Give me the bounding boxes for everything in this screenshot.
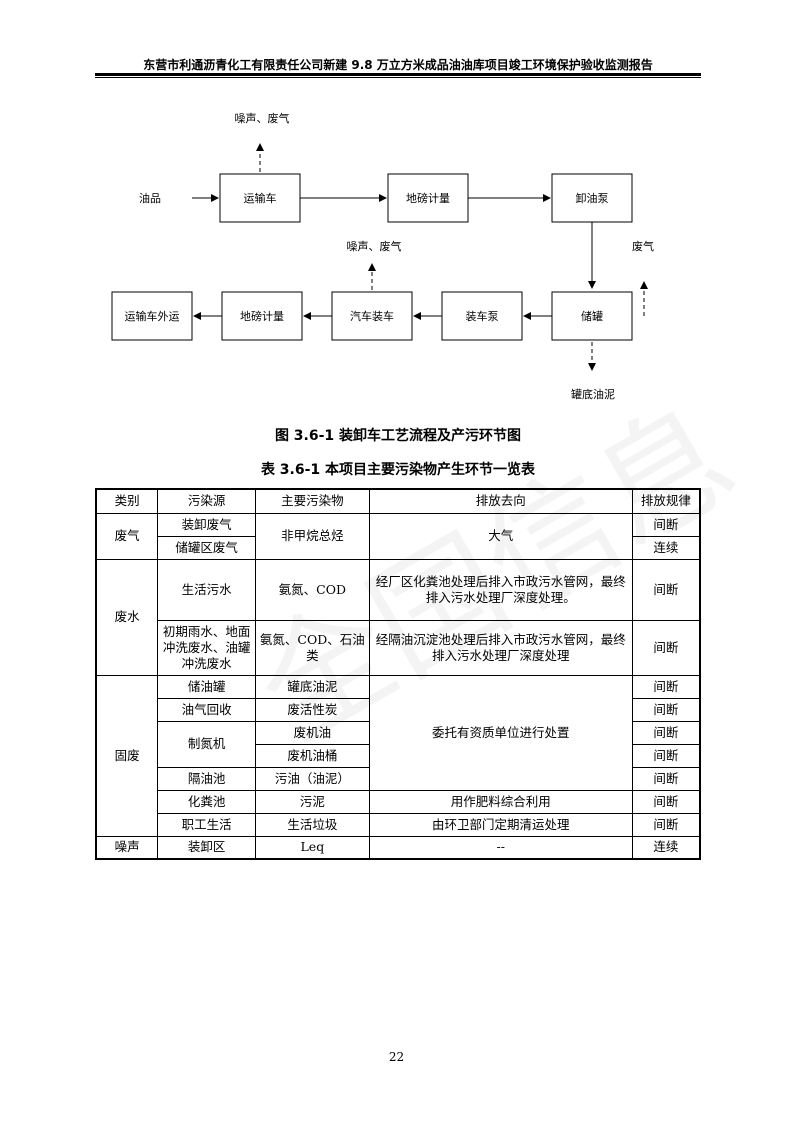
cell-pollutant: 污油（油泥）	[255, 766, 370, 791]
cell-regularity: 间断	[631, 766, 701, 791]
table-row: 废水 生活污水 氨氮、COD 经厂区化粪池处理后排入市政污水管网，最终排入污水处…	[95, 558, 701, 676]
box-weighbridge-bottom-label: 地磅计量	[240, 309, 284, 323]
cell-category-noise: 噪声	[95, 835, 159, 860]
cell-regularity: 间断	[631, 720, 701, 745]
box-weighbridge-top-label: 地磅计量	[406, 191, 450, 205]
emission-noise-gas-1: 噪声、废气	[235, 111, 290, 125]
table-caption: 表 3.6-1 本项目主要污染物产生环节一览表	[260, 462, 536, 478]
cell-pollutant: 废机油	[255, 720, 370, 745]
box-truck-outbound-label: 运输车外运	[125, 309, 180, 323]
cell-source: 装卸废气	[157, 512, 256, 537]
header-category: 类别	[95, 488, 159, 514]
cell-regularity: 间断	[631, 619, 701, 676]
table-row: 初期雨水、地面冲洗废水、油罐冲洗废水 氨氮、COD、石油类 经隔油沉淀池处理后排…	[96, 619, 701, 676]
cell-pollutant: 罐底油泥	[255, 674, 370, 699]
cell-regularity: 间断	[631, 812, 701, 837]
table-row: 职工生活 生活垃圾 由环卫部门定期清运处理 间断	[96, 812, 701, 837]
box-loading-pump-label: 装车泵	[466, 309, 499, 323]
table-row: 噪声 装卸区 Leq -- 连续	[95, 835, 701, 860]
cell-regularity: 间断	[631, 789, 701, 814]
header-pollutant: 主要污染物	[255, 488, 370, 514]
table-row: 化粪池 污泥 用作肥料综合利用 间断	[96, 789, 701, 814]
table-row: 油气回收 废活性炭 间断	[96, 697, 701, 722]
cell-source: 储罐区废气	[157, 535, 256, 560]
cell-source: 生活污水	[157, 558, 256, 621]
cell-pollutant: 废机油桶	[255, 743, 370, 768]
cell-source: 油气回收	[157, 697, 256, 722]
cell-source: 装卸区	[157, 835, 256, 860]
cell-pollutant: 非甲烷总烃	[255, 512, 370, 560]
box-transport-truck-label: 运输车	[244, 191, 277, 205]
emission-sludge: 罐底油泥	[571, 387, 615, 401]
input-label: 油品	[139, 191, 161, 205]
cell-regularity: 连续	[631, 535, 701, 560]
cell-regularity: 间断	[631, 512, 701, 537]
page-header: 东营市利通沥青化工有限责任公司新建 9.8 万立方米成品油油库项目竣工环境保护验…	[143, 58, 653, 72]
table-row: 固废 储油罐 罐底油泥 委托有资质单位进行处置 间断	[95, 674, 701, 837]
box-truck-outbound	[111, 291, 193, 341]
cell-regularity: 间断	[631, 558, 701, 621]
cell-regularity: 间断	[631, 674, 701, 699]
figure-caption: 图 3.6-1 装卸车工艺流程及产污环节图	[274, 428, 522, 444]
emission-noise-gas-2: 噪声、废气	[347, 239, 402, 253]
cell-pollutant: Leq	[255, 835, 370, 860]
cell-destination: 经隔油沉淀池处理后排入市政污水管网，最终排入污水处理厂深度处理	[368, 619, 633, 676]
cell-pollutant: 生活垃圾	[255, 812, 370, 837]
cell-pollutant: 氨氮、COD	[255, 558, 370, 621]
cell-source: 化粪池	[157, 789, 256, 814]
cell-destination: 由环卫部门定期清运处理	[368, 812, 633, 837]
cell-destination: 用作肥料综合利用	[368, 789, 633, 814]
box-unload-pump-label: 卸油泵	[576, 191, 609, 205]
process-flow-diagram: 油品 运输车 地磅计量 卸油泵 噪声、废气 储罐 装车泵 汽车装车 地磅计量 运…	[111, 111, 654, 401]
cell-source: 职工生活	[157, 812, 256, 837]
box-truck-loading-label: 汽车装车	[350, 309, 394, 323]
cell-regularity: 连续	[631, 835, 701, 860]
emission-gas: 废气	[632, 239, 654, 253]
cell-regularity: 间断	[631, 743, 701, 768]
cell-pollutant: 氨氮、COD、石油类	[255, 619, 370, 676]
header-source: 污染源	[157, 488, 256, 514]
cell-destination: 经厂区化粪池处理后排入市政污水管网，最终排入污水处理厂深度处理。	[368, 558, 633, 621]
header-rule	[95, 73, 701, 76]
cell-source: 隔油池	[157, 766, 256, 791]
cell-pollutant: 污泥	[255, 789, 370, 814]
cell-destination: 委托有资质单位进行处置	[368, 674, 633, 791]
header-destination: 排放去向	[368, 488, 633, 514]
cell-pollutant: 废活性炭	[255, 697, 370, 722]
cell-regularity: 间断	[631, 697, 701, 722]
cell-source: 初期雨水、地面冲洗废水、油罐冲洗废水	[157, 619, 256, 676]
table-row: 废气 装卸废气 非甲烷总烃 大气 间断	[95, 512, 701, 560]
box-storage-tank-label: 储罐	[581, 309, 603, 323]
cell-category-gas: 废气	[95, 512, 159, 560]
page-number: 22	[388, 1050, 405, 1064]
cell-source: 制氮机	[157, 720, 256, 768]
table-header-row: 类别 污染源 主要污染物 排放去向 排放规律	[95, 488, 701, 514]
cell-category-water: 废水	[95, 558, 159, 676]
cell-destination: --	[368, 835, 633, 860]
cell-source: 储油罐	[157, 674, 256, 699]
cell-destination: 大气	[368, 512, 633, 560]
cell-category-solid: 固废	[95, 674, 159, 837]
header-regularity: 排放规律	[631, 488, 701, 514]
pollution-table: 类别 污染源 主要污染物 排放去向 排放规律 废气 装卸废气 非甲烷总烃 大气 …	[95, 488, 701, 860]
header-rule-thin	[95, 77, 701, 78]
